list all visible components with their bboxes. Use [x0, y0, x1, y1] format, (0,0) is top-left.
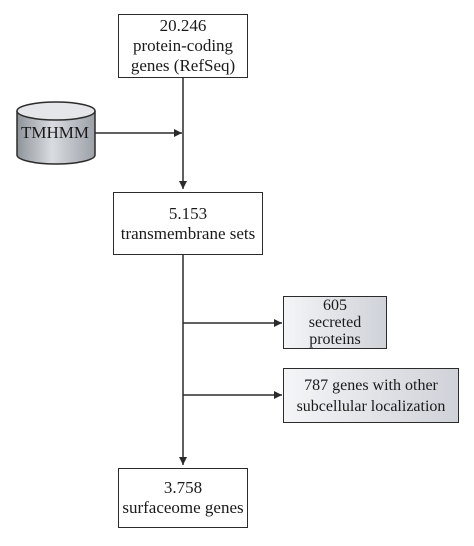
node-secreted-line2: secreted	[308, 314, 362, 331]
node-other-localization-line1: 787 genes with other	[304, 376, 438, 394]
node-transmembrane-sets: 5.153 transmembrane sets	[113, 192, 263, 255]
tmhmm-text: TMHMM	[20, 123, 89, 142]
node-other-localization: 787 genes with other subcellular localiz…	[283, 368, 459, 423]
node-transmembrane-label: transmembrane sets	[120, 223, 256, 243]
node-other-localization-line2: subcellular localization	[296, 397, 446, 415]
node-secreted-proteins: 605 secreted proteins	[283, 296, 387, 349]
node-transmembrane-count: 5.153	[168, 203, 208, 223]
node-protein-coding-genes-line2: protein-coding	[132, 36, 234, 55]
node-surfaceome-genes: 3.758 surfaceome genes	[118, 468, 248, 528]
node-secreted-line3: proteins	[309, 331, 361, 348]
node-secreted-count: 605	[323, 297, 347, 314]
tmhmm-label: TMHMM	[16, 116, 94, 150]
node-surfaceome-label: surfaceome genes	[122, 498, 244, 517]
node-protein-coding-genes: 20.246 protein-coding genes (RefSeq)	[118, 14, 248, 78]
node-surfaceome-count: 3.758	[163, 478, 203, 497]
node-protein-coding-genes-count: 20.246	[159, 16, 207, 35]
database-cylinder-icon	[16, 101, 96, 165]
node-protein-coding-genes-line3: genes (RefSeq)	[130, 56, 236, 75]
